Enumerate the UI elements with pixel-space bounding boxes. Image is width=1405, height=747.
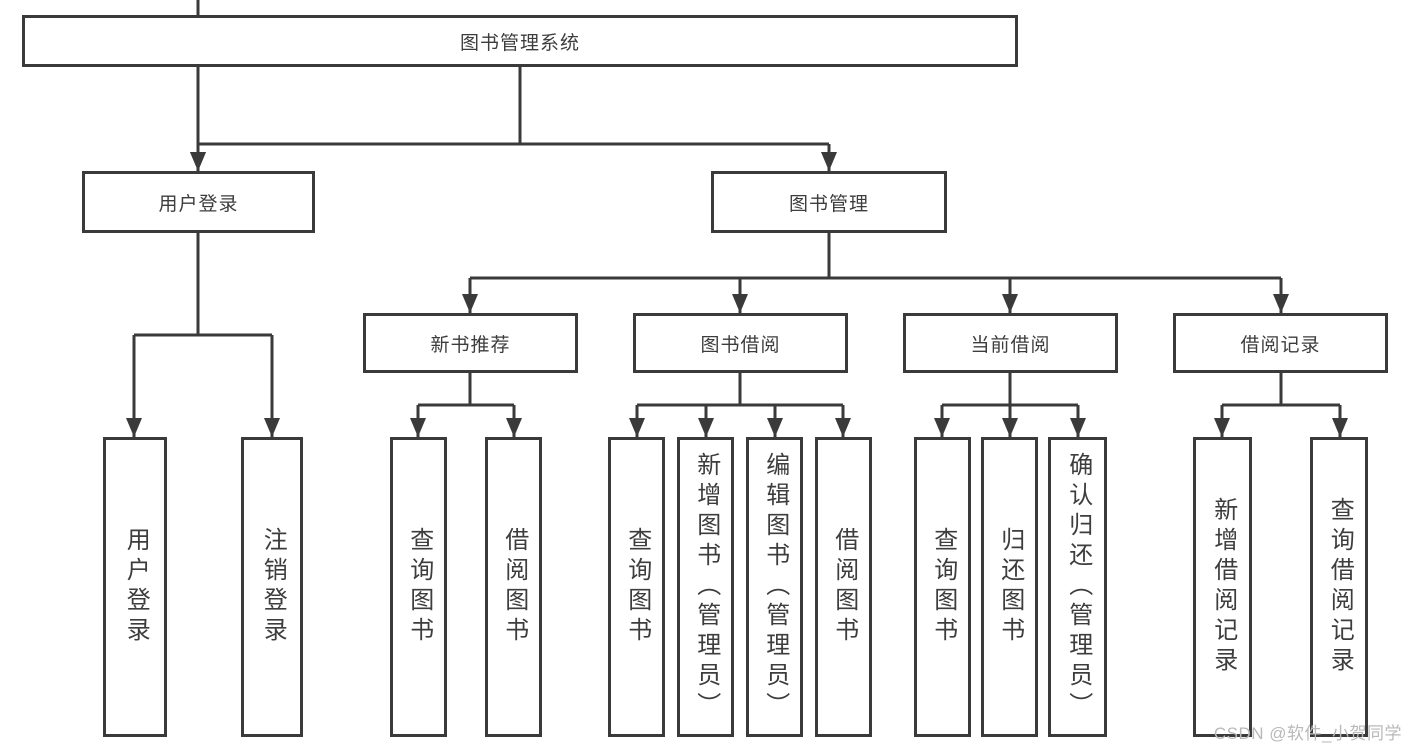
node-current-borrow: 当前借阅 [903, 313, 1118, 373]
leaf-return-books: 归还图书 [981, 437, 1038, 737]
leaf-logout: 注销登录 [241, 437, 303, 737]
leaf-confirm-return-admin: 确认归还（管理员） [1048, 437, 1107, 737]
node-user-login: 用户登录 [82, 171, 315, 233]
connector-user-login-to-leaves [126, 233, 280, 437]
leaf-add-books-admin: 新增图书（管理员） [677, 437, 734, 737]
node-borrow-records: 借阅记录 [1173, 313, 1388, 373]
node-library-system: 图书管理系统 [22, 15, 1018, 67]
leaf-query-books-recommend: 查询图书 [390, 437, 447, 737]
leaf-edit-books-admin: 编辑图书（管理员） [746, 437, 803, 737]
leaf-query-books-borrow: 查询图书 [608, 437, 665, 737]
leaf-add-borrow-record: 新增借阅记录 [1193, 437, 1252, 737]
node-book-management: 图书管理 [711, 171, 947, 233]
connector-new-book-fan [410, 373, 522, 437]
leaf-borrow-books-recommend: 借阅图书 [485, 437, 542, 737]
connector-current-borrow-fan [934, 373, 1086, 437]
node-new-book-recommend: 新书推荐 [363, 313, 578, 373]
connector-book-management-to-level3 [462, 233, 1289, 313]
leaf-user-login: 用户登录 [103, 437, 167, 737]
leaf-query-borrow-record: 查询借阅记录 [1310, 437, 1368, 737]
connector-book-borrow-fan [629, 373, 851, 437]
connector-borrow-record-fan [1214, 373, 1348, 437]
leaf-borrow-books: 借阅图书 [815, 437, 872, 737]
node-book-borrow: 图书借阅 [633, 313, 848, 373]
leaf-query-books-current: 查询图书 [914, 437, 971, 737]
watermark: CSDN @软件_小贺同学 [1213, 724, 1402, 743]
